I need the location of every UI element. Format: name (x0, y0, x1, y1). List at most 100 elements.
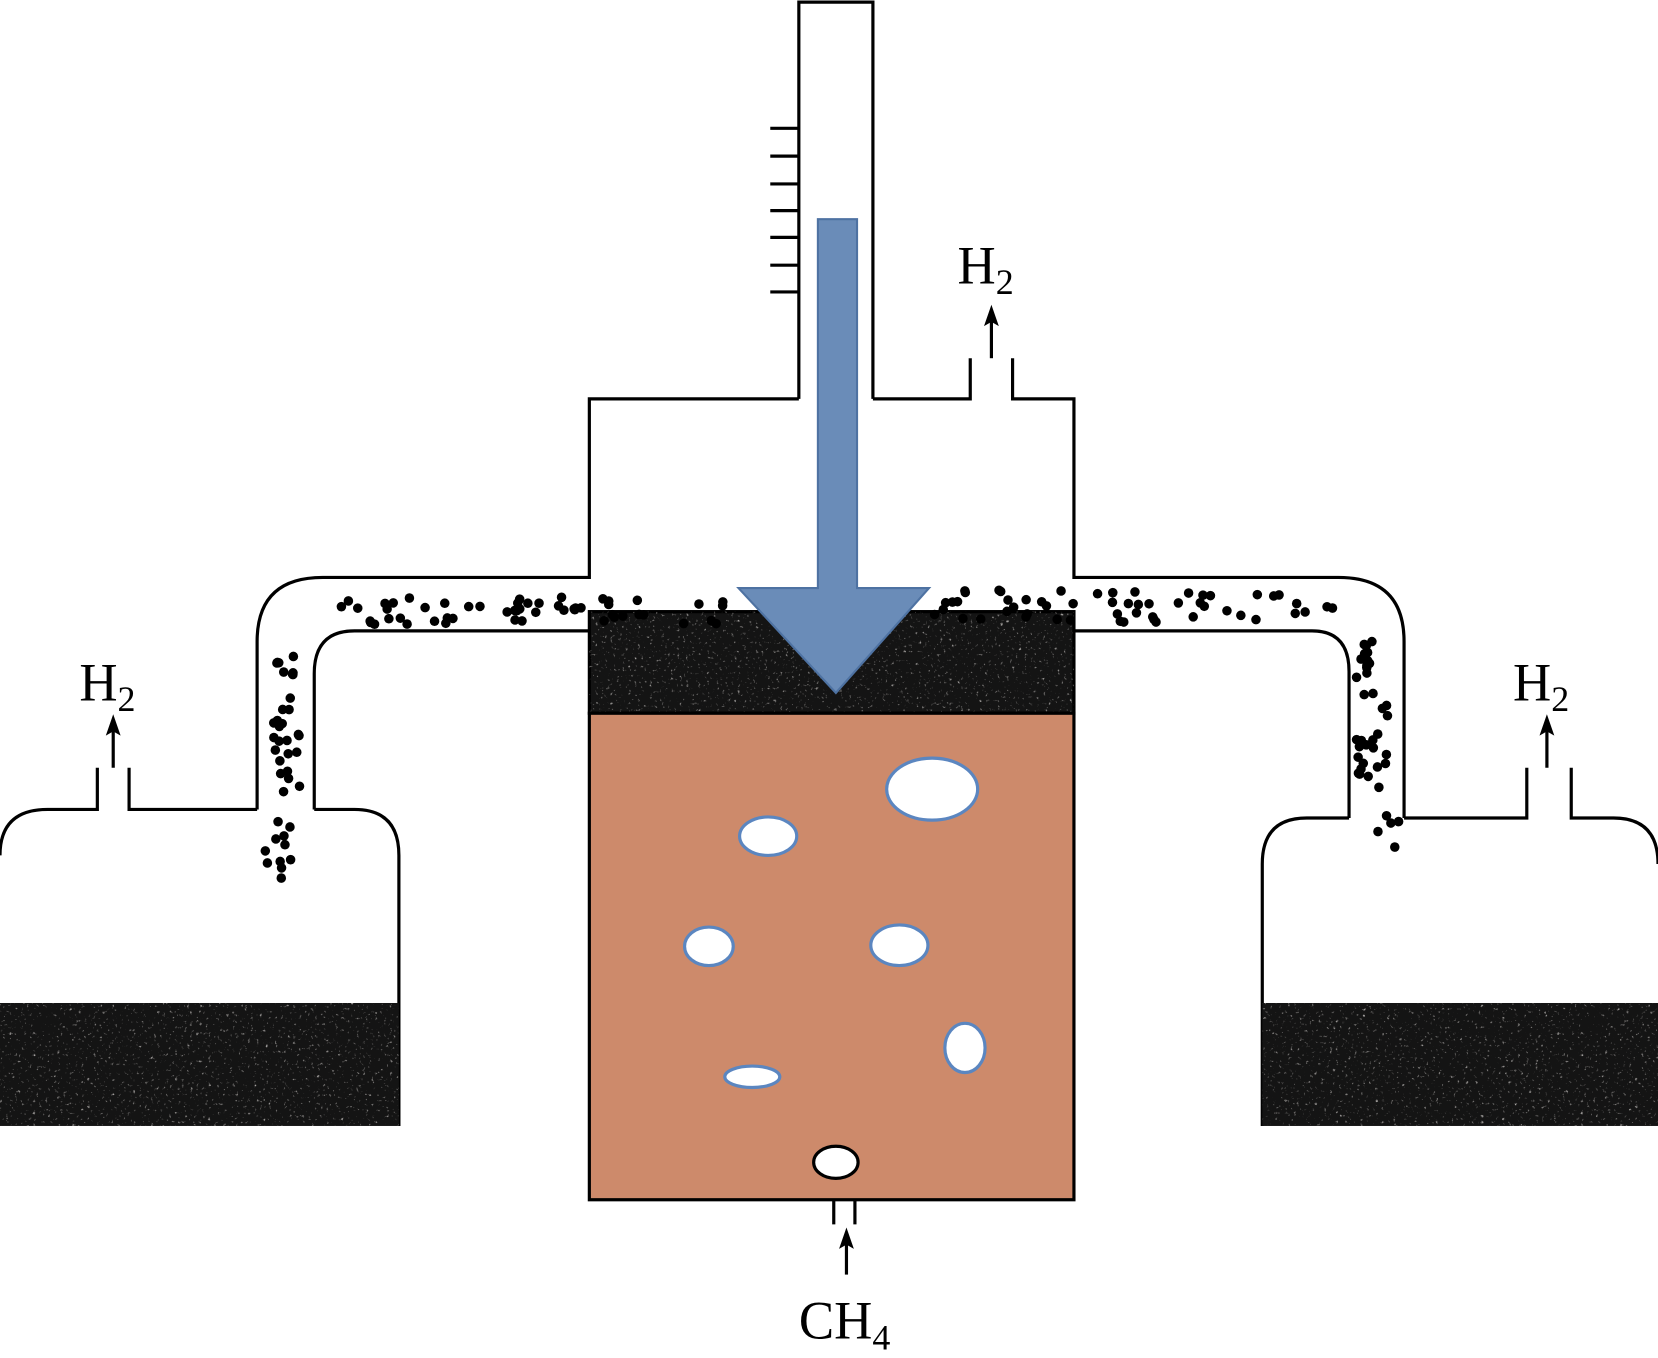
molten-medium (587, 711, 1076, 1202)
gas-bubble (943, 1021, 987, 1075)
carbon-particle (282, 766, 293, 777)
carbon-particle (1002, 606, 1012, 617)
carbon-particle (1252, 589, 1263, 600)
carbon-particle (278, 786, 289, 797)
scale-ticks (770, 126, 799, 294)
carbon-particle (284, 704, 294, 715)
carbon-particle (420, 602, 430, 613)
carbon-particle (1393, 816, 1404, 827)
carbon-particle (502, 607, 512, 617)
carbon-particle (1359, 639, 1369, 650)
carbon-particle (1056, 586, 1066, 596)
arrow-up-icon (984, 304, 999, 359)
carbon-particle (1300, 607, 1310, 617)
carbon-particle (270, 745, 281, 755)
carbon-particle (463, 601, 474, 612)
carbon-particle (1195, 597, 1206, 608)
carbon-particle (369, 619, 380, 630)
carbon-particle (285, 822, 295, 832)
carbon-particle (1123, 598, 1134, 609)
carbon-particle (960, 587, 971, 598)
carbon-particle (429, 616, 440, 627)
carbon-particle (523, 598, 533, 609)
carbon-particle (1107, 597, 1118, 608)
carbon-particle (271, 834, 281, 844)
carbon-particle (947, 597, 958, 607)
carbon-particle (1198, 590, 1208, 601)
carbon-particle (388, 598, 399, 608)
carbon-particle (632, 595, 643, 606)
carbon-particle (1377, 703, 1388, 714)
carbon-particle (441, 618, 451, 629)
carbon-particle (531, 607, 541, 618)
carbon-particle (556, 592, 567, 603)
push-down-arrow (736, 218, 932, 695)
carbon-particle (280, 839, 290, 850)
carbon-particle (678, 618, 689, 629)
carbon-particle (1205, 590, 1216, 601)
carbon-particle (599, 616, 609, 626)
carbon-particle (1112, 609, 1123, 619)
carbon-particle (1021, 594, 1031, 605)
carbon-particle (534, 598, 544, 609)
carbon-particle (439, 598, 450, 609)
carbon-particle (1363, 771, 1373, 782)
carbon-particle (285, 693, 296, 703)
arrow-up-icon (839, 1227, 854, 1275)
carbon-particle (273, 816, 283, 827)
carbon-particle (343, 596, 354, 606)
carbon-particle (1359, 689, 1369, 700)
carbon-particle (1356, 764, 1366, 774)
carbon-particle (1251, 614, 1261, 625)
carbon-particle (1356, 654, 1366, 664)
carbon-particle (1236, 610, 1246, 621)
flow-arrows (105, 304, 1555, 1275)
label-h2-right: H2 (1513, 653, 1569, 719)
carbon-particle (1268, 591, 1279, 601)
gas-bubble (723, 1064, 782, 1090)
carbon-particle (1382, 710, 1393, 721)
carbon-particle (1131, 607, 1142, 618)
carbon-particle (1374, 782, 1384, 793)
arrow-up-icon (1539, 714, 1555, 768)
carbon-particle (1351, 672, 1362, 683)
carbon-particle (929, 609, 940, 620)
central-reactor (587, 610, 1076, 1225)
carbon-particle (975, 614, 986, 624)
carbon-particle (940, 597, 951, 608)
carbon-particle (404, 593, 415, 603)
carbon-particle (269, 732, 279, 743)
carbon-particle (553, 601, 564, 611)
label-ch4-inlet: CH4 (799, 1292, 890, 1358)
left-collector-tank (0, 767, 401, 1126)
carbon-particle (1092, 588, 1103, 599)
carbon-particle (272, 658, 282, 668)
carbon-particle (1022, 609, 1032, 619)
carbon-particle (1368, 688, 1378, 699)
carbon-particle (517, 616, 527, 626)
carbon-particles (260, 585, 1404, 883)
carbon-particle (294, 781, 305, 792)
right-collector-tank (1260, 767, 1658, 1126)
carbon-particle (275, 755, 285, 766)
carbon-particle (717, 600, 728, 611)
carbon-particle (1373, 826, 1383, 837)
carbon-particle (1065, 615, 1076, 625)
gas-bubble (885, 756, 980, 822)
carbon-particle (382, 604, 392, 614)
carbon-particle (1151, 617, 1161, 627)
carbon-particle (958, 613, 968, 624)
carbon-particle (1130, 587, 1140, 597)
graduated-tube (770, 0, 875, 399)
carbon-particle (994, 585, 1004, 596)
carbon-particle (618, 611, 628, 621)
carbon-particle (570, 604, 580, 615)
carbon-particle (1381, 749, 1392, 760)
carbon-particle (1386, 818, 1396, 828)
carbon-particle (262, 858, 273, 868)
carbon-particle (1222, 605, 1232, 616)
carbon-particle (1173, 598, 1184, 608)
carbon-particle (276, 873, 287, 883)
carbon-particle (1052, 614, 1062, 625)
